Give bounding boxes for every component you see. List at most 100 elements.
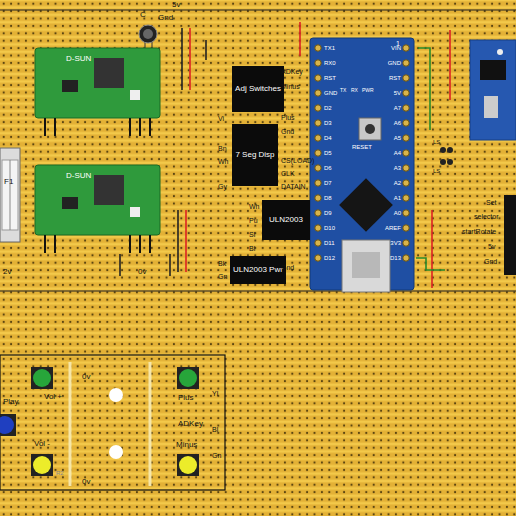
board-edge — [0, 9, 516, 10]
pin-number: 1 — [396, 40, 400, 47]
arduino-nano — [310, 38, 414, 292]
module-pin — [54, 235, 56, 253]
header-pin — [403, 180, 409, 186]
pin-name: A7 — [394, 105, 401, 111]
label-block: 7 Seg Disp — [232, 124, 278, 186]
header-pin — [315, 195, 321, 201]
pin-name: RST — [389, 75, 401, 81]
header-pin — [403, 60, 409, 66]
button-label: Play — [3, 398, 19, 406]
buck-converter — [35, 165, 160, 235]
module-pin — [149, 235, 151, 253]
part-label: F1 — [4, 178, 13, 186]
signal-name: ADKey — [178, 420, 203, 428]
pin-name: D6 — [324, 165, 332, 171]
pin-name: D12 — [324, 255, 335, 261]
connector-pins — [440, 147, 453, 165]
header-pin — [315, 165, 321, 171]
header-pin — [315, 150, 321, 156]
header-pin — [403, 90, 409, 96]
header-pin — [403, 120, 409, 126]
signal-name: CS(LOAD) — [281, 157, 314, 164]
header-pin — [403, 105, 409, 111]
header-pin — [403, 150, 409, 156]
part-label: R2 — [56, 470, 64, 476]
block-label: Adj Switches — [235, 84, 281, 93]
wire-colour: Wh — [218, 158, 229, 165]
header-pin — [315, 255, 321, 261]
part-label: LS — [433, 168, 440, 174]
rail-label: 2v — [3, 268, 11, 276]
pin-name: A0 — [394, 210, 401, 216]
push-buttons — [0, 367, 199, 476]
header-pin — [403, 225, 409, 231]
pin-name: D8 — [324, 195, 332, 201]
pin-name: A3 — [394, 165, 401, 171]
header-pin — [403, 165, 409, 171]
wire-colour: Pu — [249, 217, 258, 224]
signal-name: Gnd — [281, 264, 294, 271]
button-label: Vol - — [34, 440, 50, 448]
wire-colour: Vi — [218, 115, 224, 122]
signal-name: Set — [486, 199, 497, 206]
header-pin — [403, 240, 409, 246]
signal-name: CLK — [281, 170, 295, 177]
pin-name: RX0 — [324, 60, 336, 66]
fuse — [0, 148, 20, 242]
sound-module — [470, 40, 516, 275]
header-pin — [315, 105, 321, 111]
board-edge — [0, 290, 516, 291]
pin-name: D10 — [324, 225, 335, 231]
pin-name: RST — [324, 75, 336, 81]
header-pin — [315, 45, 321, 51]
block-label: ULN2003 — [269, 215, 303, 224]
module-pin — [54, 118, 56, 136]
label-block: ULN2003 Pwr — [230, 256, 286, 284]
pin-name: GND — [388, 60, 401, 66]
module-pin — [44, 235, 46, 253]
block-label: 7 Seg Disp — [235, 150, 274, 159]
module-label: D-SUN — [66, 55, 91, 63]
buck-converter — [35, 48, 160, 118]
header-pin — [315, 240, 321, 246]
wire-colour: Wh — [249, 203, 260, 210]
block-label: ULN2003 Pwr — [233, 265, 283, 274]
header-pin — [403, 45, 409, 51]
board-label: PWR — [362, 88, 374, 93]
module-pin — [149, 118, 151, 136]
signal-name: Minus — [281, 83, 300, 90]
signal-name: Plus — [281, 114, 295, 121]
module-pin — [139, 118, 141, 136]
wire-colour: Gn — [212, 452, 221, 459]
pin-name: A5 — [394, 135, 401, 141]
switch-panel — [0, 355, 225, 490]
button-label: Vol + — [44, 393, 62, 401]
header-pin — [403, 195, 409, 201]
pin-name: 3V3 — [390, 240, 401, 246]
button-label: Plus — [178, 394, 194, 402]
pin-name: D3 — [324, 120, 332, 126]
header-pin — [315, 90, 321, 96]
signal-name: Gnd — [281, 128, 294, 135]
button-label: Minus — [176, 441, 197, 449]
label-block: ULN2003 — [262, 200, 310, 240]
pin-name: D7 — [324, 180, 332, 186]
header-pin — [403, 135, 409, 141]
signal-name: Gnd — [484, 258, 497, 265]
header-pin — [403, 210, 409, 216]
signal-name: ADKey — [281, 68, 303, 75]
rail-label: 0v — [138, 268, 146, 276]
pin-name: D13 — [390, 255, 401, 261]
board-label: RESET — [352, 144, 372, 150]
rail-label: Gnd — [158, 14, 173, 22]
header-pin — [315, 225, 321, 231]
wire-colour: Sl — [249, 231, 255, 238]
module-pin — [139, 235, 141, 253]
module-pin — [44, 118, 46, 136]
header-pin — [315, 75, 321, 81]
header-pin — [315, 60, 321, 66]
wire-colour: Bk — [218, 260, 226, 267]
header-pin — [403, 75, 409, 81]
